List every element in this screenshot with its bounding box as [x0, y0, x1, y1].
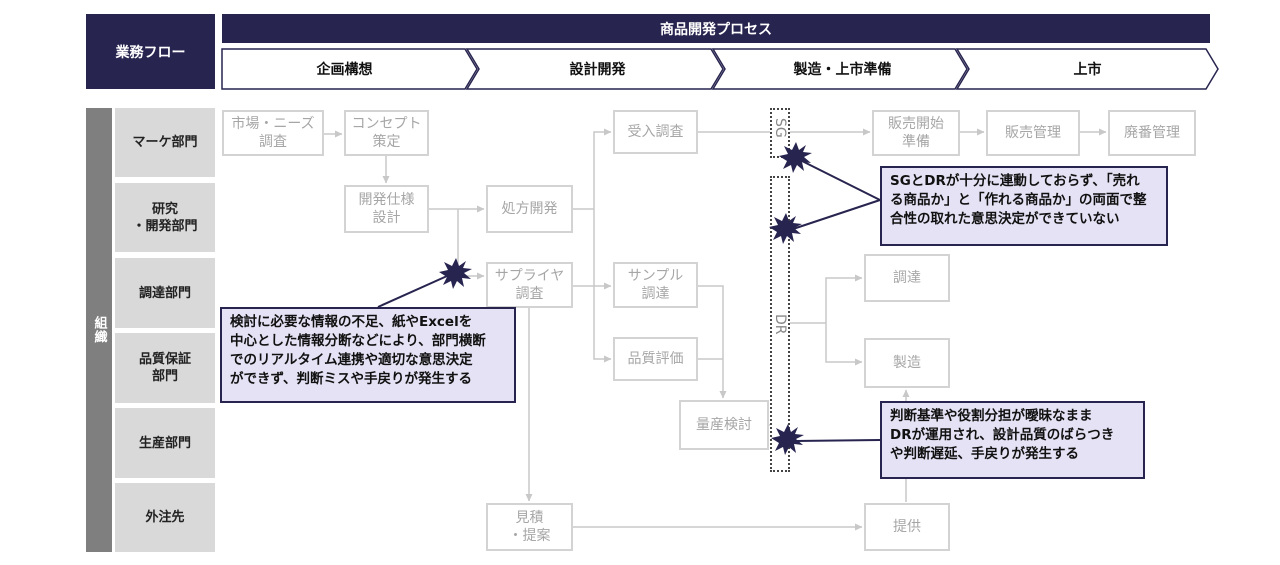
box-acceptance: 受入調査 — [613, 110, 698, 154]
box-sales-start: 販売開始 準備 — [872, 110, 960, 156]
phase-launch: 上市 — [1073, 62, 1102, 78]
box-provide: 提供 — [864, 503, 950, 551]
callout-info-issue: 検討に必要な情報の不足、紙やExcelを 中心とした情報分断などにより、部門横断… — [220, 307, 516, 403]
box-quality-eval: 品質評価 — [613, 337, 698, 381]
box-market-needs: 市場・ニーズ 調査 — [222, 110, 324, 156]
row-label-production: 生産部門 — [115, 408, 215, 478]
box-dev-spec: 開発仕様 設計 — [344, 185, 429, 233]
phase-planning: 企画構想 — [316, 62, 373, 78]
phase-manufacturing-prep: 製造・上市準備 — [793, 62, 892, 78]
box-supplier: サプライヤ 調査 — [486, 262, 573, 308]
row-label-marketing: マーケ部門 — [115, 108, 215, 177]
gate-sg: SG — [770, 108, 790, 158]
box-formulation: 処方開発 — [486, 185, 573, 233]
box-quote: 見積 ・提案 — [486, 503, 573, 551]
row-label-outsourcer: 外注先 — [115, 483, 215, 552]
box-sales-mgmt: 販売管理 — [986, 110, 1080, 156]
flow-label: 業務フロー — [86, 14, 215, 89]
box-sample: サンプル 調達 — [613, 262, 698, 308]
box-discontinue: 廃番管理 — [1108, 110, 1196, 156]
callout-criteria-issue: 判断基準や役割分担が曖昧なまま DRが運用され、設計品質のばらつき や判断遅延、… — [880, 401, 1145, 479]
row-label-rnd: 研究 ・開発部門 — [115, 183, 215, 252]
burst-icon — [779, 142, 812, 173]
box-procure: 調達 — [864, 254, 950, 302]
box-concept: コンセプト 策定 — [344, 110, 429, 156]
box-mass-prod: 量産検討 — [679, 400, 769, 450]
burst-icon — [769, 213, 802, 244]
burst-icon — [439, 258, 472, 289]
org-label: 組織 — [86, 108, 112, 552]
box-manufacture: 製造 — [864, 338, 950, 388]
burst-icon — [771, 424, 804, 455]
process-title: 商品開発プロセス — [222, 14, 1210, 43]
row-label-procurement: 調達部門 — [115, 258, 215, 328]
gate-dr: DR — [770, 176, 790, 472]
callout-sg-dr-issue: SGとDRが十分に連動しておらず、「売れ る商品か」と「作れる商品か」の両面で整… — [880, 166, 1168, 246]
phase-design: 設計開発 — [569, 62, 626, 78]
row-label-qa: 品質保証 部門 — [115, 333, 215, 403]
